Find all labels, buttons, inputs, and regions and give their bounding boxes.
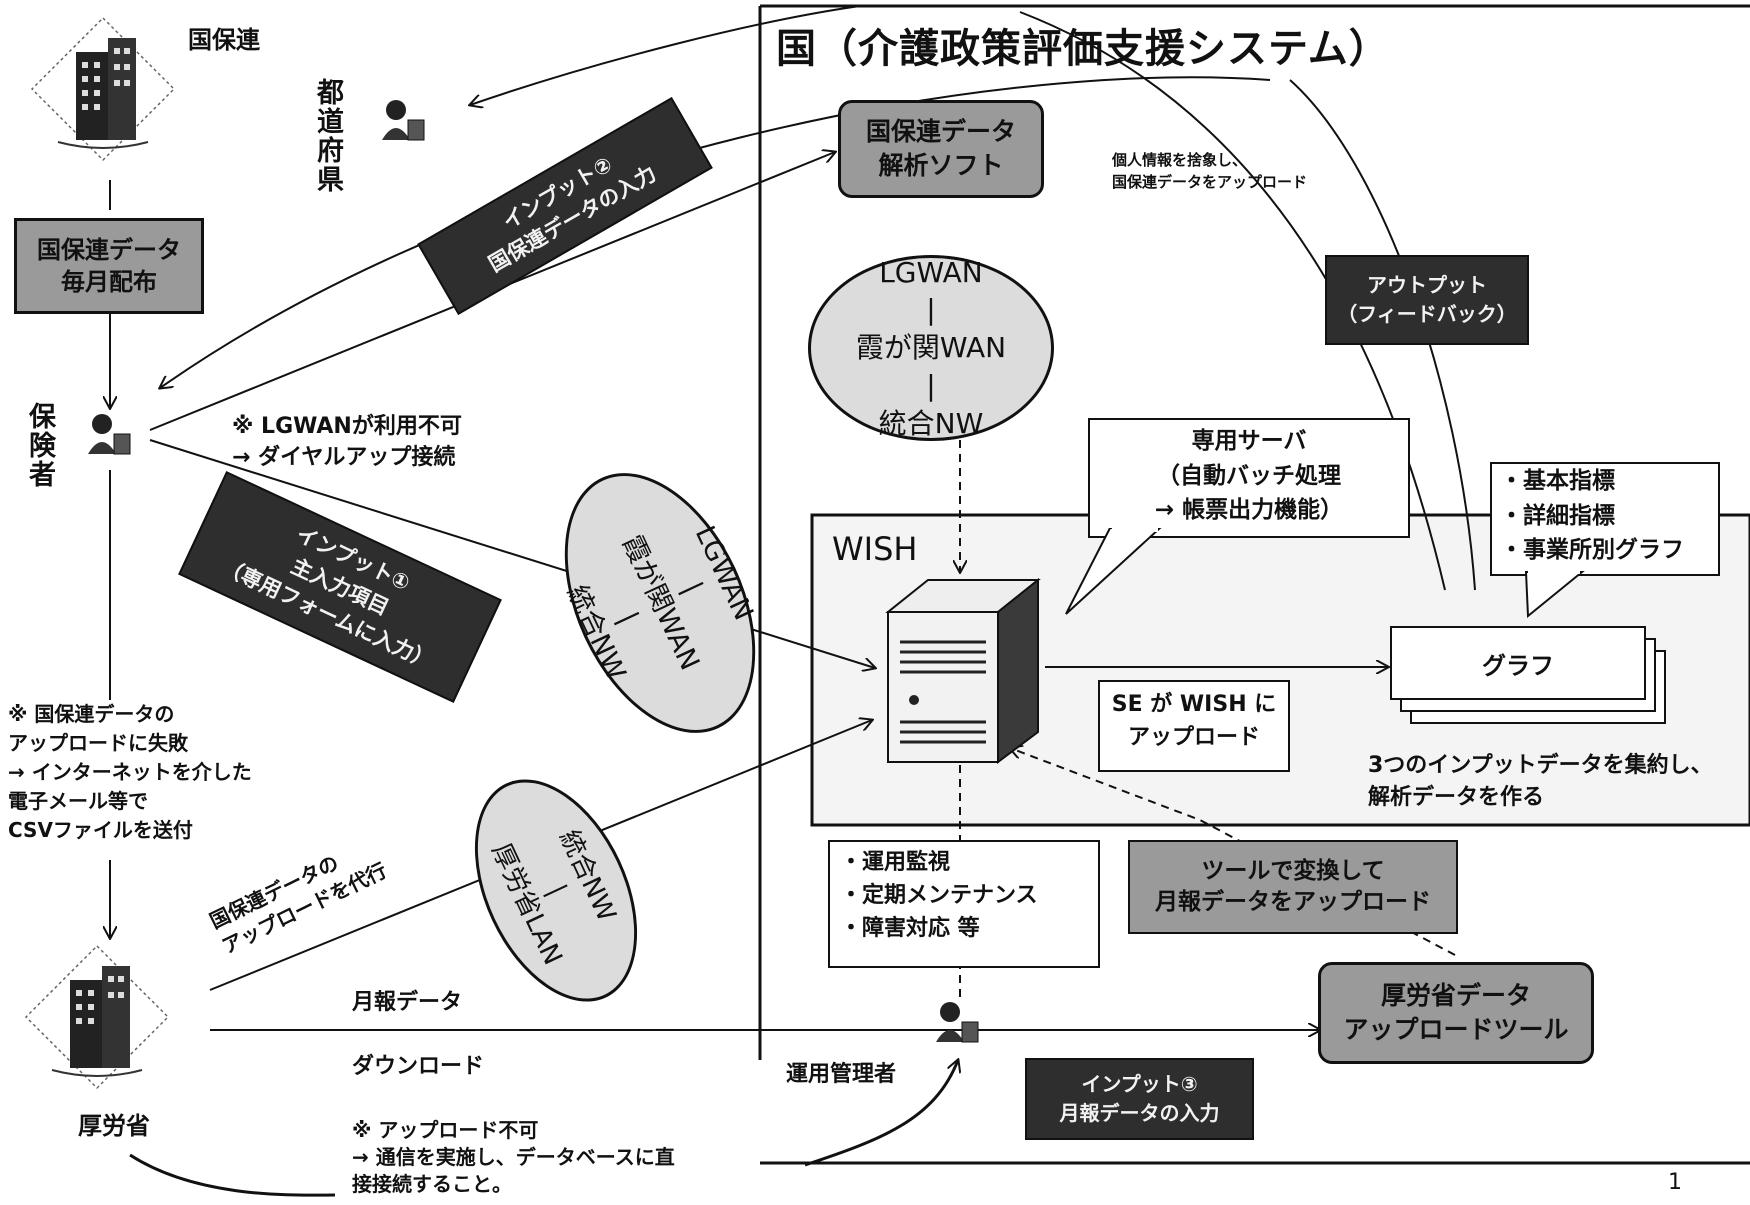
se-upload-box: SE が WISH に アップロード — [1098, 680, 1290, 772]
insurer-label: 保険者 — [24, 402, 55, 489]
wish-label: WISH — [832, 530, 918, 568]
graph-box: グラフ — [1390, 626, 1646, 700]
prefecture-label: 都道府県 — [312, 78, 343, 194]
monthly-data-label: 月報データ — [352, 990, 463, 1015]
indicators-callout: ・基本指標 ・詳細指標 ・事業所別グラフ — [1490, 462, 1720, 576]
anonymize-note: 個人情報を捨象し、 国保連データをアップロード — [1112, 151, 1308, 191]
page-number: 1 — [1668, 1170, 1682, 1195]
prefecture-person-icon — [382, 100, 425, 141]
tool-convert-box: ツールで変換して 月報データをアップロード — [1128, 840, 1458, 934]
kokuhoren-building-icon — [30, 16, 176, 162]
server-callout-tail — [1065, 528, 1162, 615]
download-label: ダウンロード — [352, 1054, 485, 1079]
upload-fail-note: ※ 国保連データの アップロードに失敗 → インターネットを介した 電子メール等… — [8, 702, 252, 842]
dialup-note: ※ LGWANが利用不可 → ダイヤルアップ接続 — [232, 414, 462, 470]
indicators-callout-tail — [1524, 570, 1585, 619]
dedicated-server-callout: 専用サーバ （自動バッチ処理 → 帳票出力機能） — [1088, 418, 1410, 538]
kokuhoren-label: 国保連 — [188, 26, 260, 54]
upload-unavailable-note: ※ アップロード不可 → 通信を実施し、データベースに直 接接続すること。 — [352, 1118, 675, 1196]
operations-box: ・運用監視 ・定期メンテナンス ・障害対応 等 — [828, 840, 1100, 968]
network-oval-top: LGWAN | 霞が関WAN | 統合NW — [808, 255, 1054, 441]
input3-box: インプット③ 月報データの入力 — [1025, 1058, 1254, 1140]
system-title: 国（介護政策評価支援システム） — [776, 26, 1390, 72]
mhlw-building-icon — [24, 944, 170, 1090]
server-icon — [885, 577, 1041, 764]
aggregate-note: 3つのインプットデータを集約し、 解析データを作る — [1368, 753, 1713, 810]
mhlw-upload-tool-box: 厚労省データ アップロードツール — [1318, 962, 1594, 1064]
operator-person-icon — [936, 1002, 979, 1043]
output-box: アウトプット （フィードバック） — [1325, 255, 1529, 345]
mhlw-label: 厚労省 — [78, 1112, 150, 1140]
insurer-person-icon — [88, 414, 131, 455]
analysis-software-box: 国保連データ 解析ソフト — [838, 100, 1044, 198]
operator-label: 運用管理者 — [786, 1062, 897, 1087]
monthly-distribution-box: 国保連データ 毎月配布 — [14, 218, 204, 314]
